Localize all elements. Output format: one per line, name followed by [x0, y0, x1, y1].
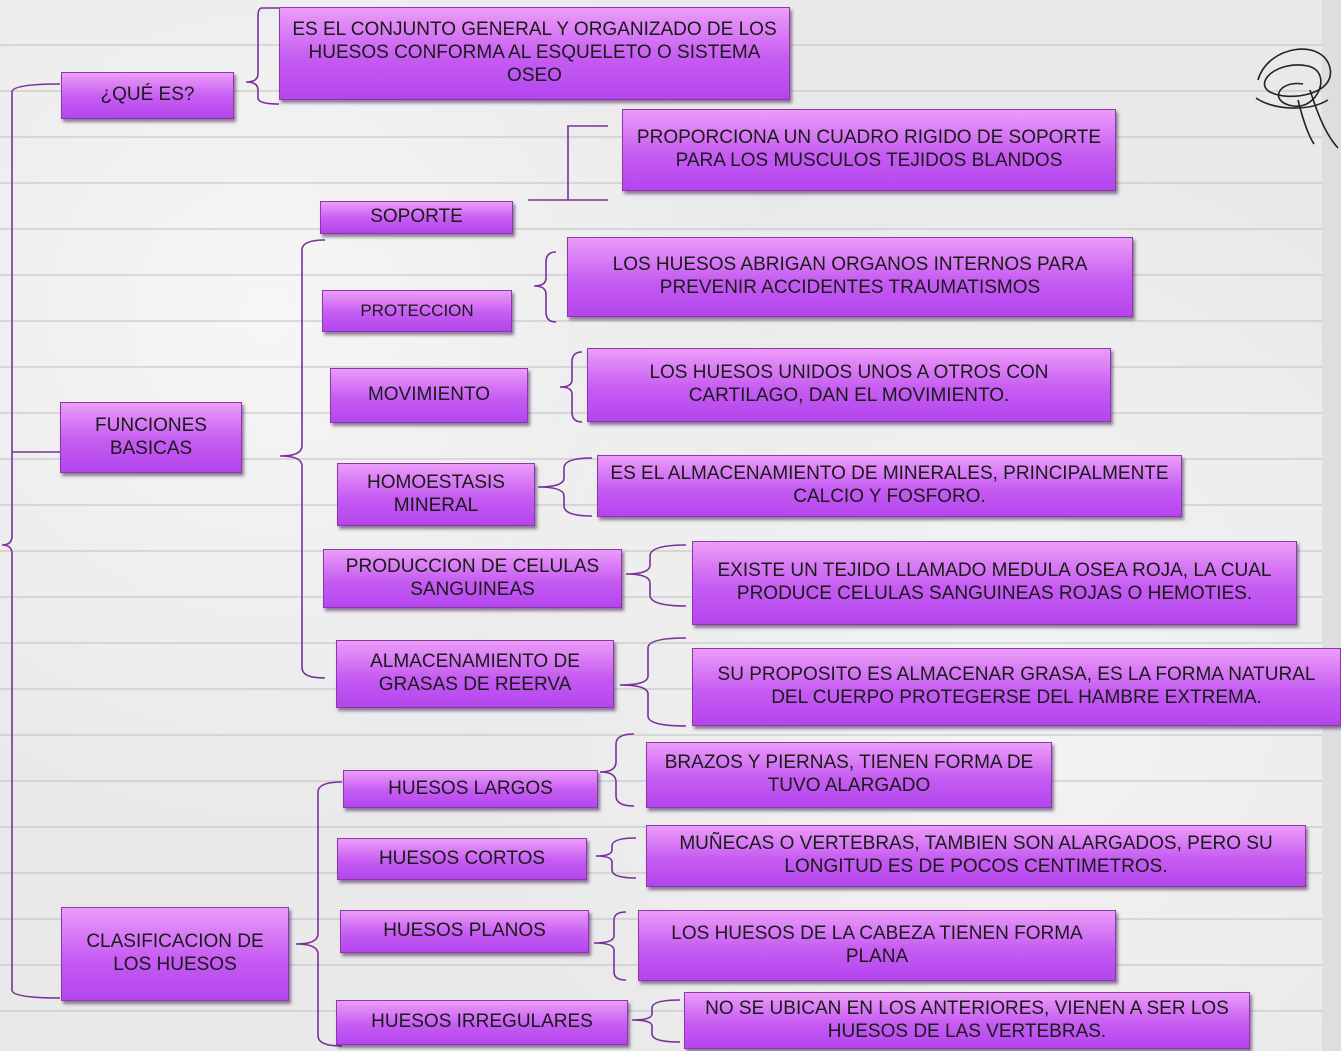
function-label-movimiento: MOVIMIENTO — [330, 368, 528, 423]
category-funciones-basicas: FUNCIONES BASICAS — [60, 402, 242, 473]
produccion-connector — [625, 544, 687, 607]
function-desc-produccion: EXISTE UN TEJIDO LLAMADO MEDULA OSEA ROJ… — [692, 541, 1297, 625]
class-label-largos: HUESOS LARGOS — [343, 770, 598, 808]
class-desc-largos: BRAZOS Y PIERNAS, TIENEN FORMA DE TUVO A… — [646, 742, 1052, 808]
class-label-planos: HUESOS PLANOS — [340, 910, 589, 953]
function-label-homoestasis: HOMOESTASIS MINERAL — [337, 463, 535, 526]
funciones-bracket — [279, 239, 326, 679]
main-bracket — [1, 83, 61, 999]
que-es-bracket — [245, 7, 280, 105]
function-desc-proteccion: LOS HUESOS ABRIGAN ORGANOS INTERNOS PARA… — [567, 237, 1133, 317]
cortos-connector — [595, 837, 637, 879]
class-label-cortos: HUESOS CORTOS — [337, 838, 587, 880]
class-desc-cortos: MUÑECAS O VERTEBRAS, TAMBIEN SON ALARGAD… — [646, 825, 1306, 887]
homoestasis-connector — [537, 457, 593, 517]
class-desc-irregulares: NO SE UBICAN EN LOS ANTERIORES, VIENEN A… — [684, 992, 1250, 1049]
function-label-almacenamiento: ALMACENAMIENTO DE GRASAS DE REERVA — [336, 640, 614, 708]
proteccion-connector — [533, 251, 557, 323]
largos-connector — [599, 733, 635, 807]
class-desc-planos: LOS HUESOS DE LA CABEZA TIENEN FORMA PLA… — [638, 910, 1116, 981]
category-que-es: ¿QUÉ ES? — [61, 72, 234, 119]
almacenamiento-connector — [619, 637, 687, 727]
planos-connector — [593, 911, 627, 981]
movimiento-connector — [559, 351, 583, 423]
function-label-produccion: PRODUCCION DE CELULAS SANGUINEAS — [323, 549, 622, 608]
scribble-icon — [1255, 48, 1339, 149]
function-label-proteccion: PROTECCION — [322, 290, 512, 332]
function-desc-soporte: PROPORCIONA UN CUADRO RIGIDO DE SOPORTE … — [622, 109, 1116, 191]
category-clasificacion: CLASIFICACION DE LOS HUESOS — [61, 907, 289, 1001]
function-label-soporte: SOPORTE — [320, 201, 513, 234]
irregulares-connector — [631, 999, 681, 1043]
notebook-margin — [1322, 0, 1341, 1051]
definition-box: ES EL CONJUNTO GENERAL Y ORGANIZADO DE L… — [279, 7, 790, 100]
function-desc-movimiento: LOS HUESOS UNIDOS UNOS A OTROS CON CARTI… — [587, 348, 1111, 422]
clasificacion-bracket — [295, 781, 343, 1047]
class-label-irregulares: HUESOS IRREGULARES — [336, 1000, 628, 1045]
function-desc-almacenamiento: SU PROPOSITO ES ALMACENAR GRASA, ES LA F… — [692, 648, 1341, 726]
function-desc-homoestasis: ES EL ALMACENAMIENTO DE MINERALES, PRINC… — [597, 455, 1182, 517]
soporte-connector — [528, 125, 608, 201]
